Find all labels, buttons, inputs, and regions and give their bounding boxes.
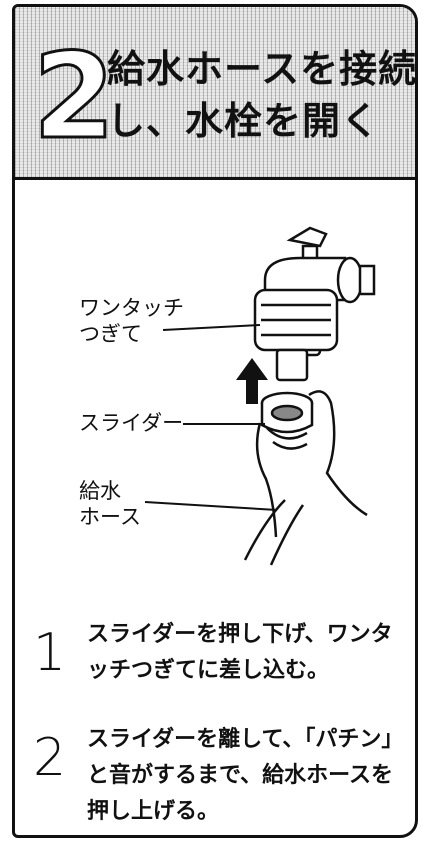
coupling-label: ワンタッチ つぎて	[79, 296, 184, 346]
faucet-illustration	[144, 226, 376, 566]
up-arrow-icon	[236, 358, 268, 404]
hand-icon	[255, 390, 368, 538]
coupling-icon	[253, 288, 339, 382]
hose-icon	[243, 499, 305, 566]
step-header: 2 給水ホースを接続 し、水栓を開く	[15, 7, 415, 180]
slider-icon	[260, 391, 314, 434]
step-number: 1	[33, 623, 67, 683]
hose-connection-illustration: ワンタッチ つぎて スライダー 給水 ホース	[15, 180, 415, 610]
title-line-2: し、水栓を開く	[107, 99, 381, 143]
header-title: 給水ホースを接続 し、水栓を開く	[107, 43, 418, 147]
step-text: スライダーを押し下げ、ワンタッチつぎてに差し込む。	[87, 622, 393, 683]
slider-label: スライダー	[79, 411, 184, 435]
step-number: 2	[33, 728, 67, 788]
hose-label: 給水 ホース	[79, 479, 141, 529]
title-line-1: 給水ホースを接続	[107, 47, 418, 91]
instruction-card: 2 給水ホースを接続 し、水栓を開く	[12, 4, 418, 838]
step-text: スライダーを離して、「パチン」と音がするまで、給水ホースを押し上げる。	[87, 727, 404, 824]
header-step-number: 2	[31, 27, 116, 165]
